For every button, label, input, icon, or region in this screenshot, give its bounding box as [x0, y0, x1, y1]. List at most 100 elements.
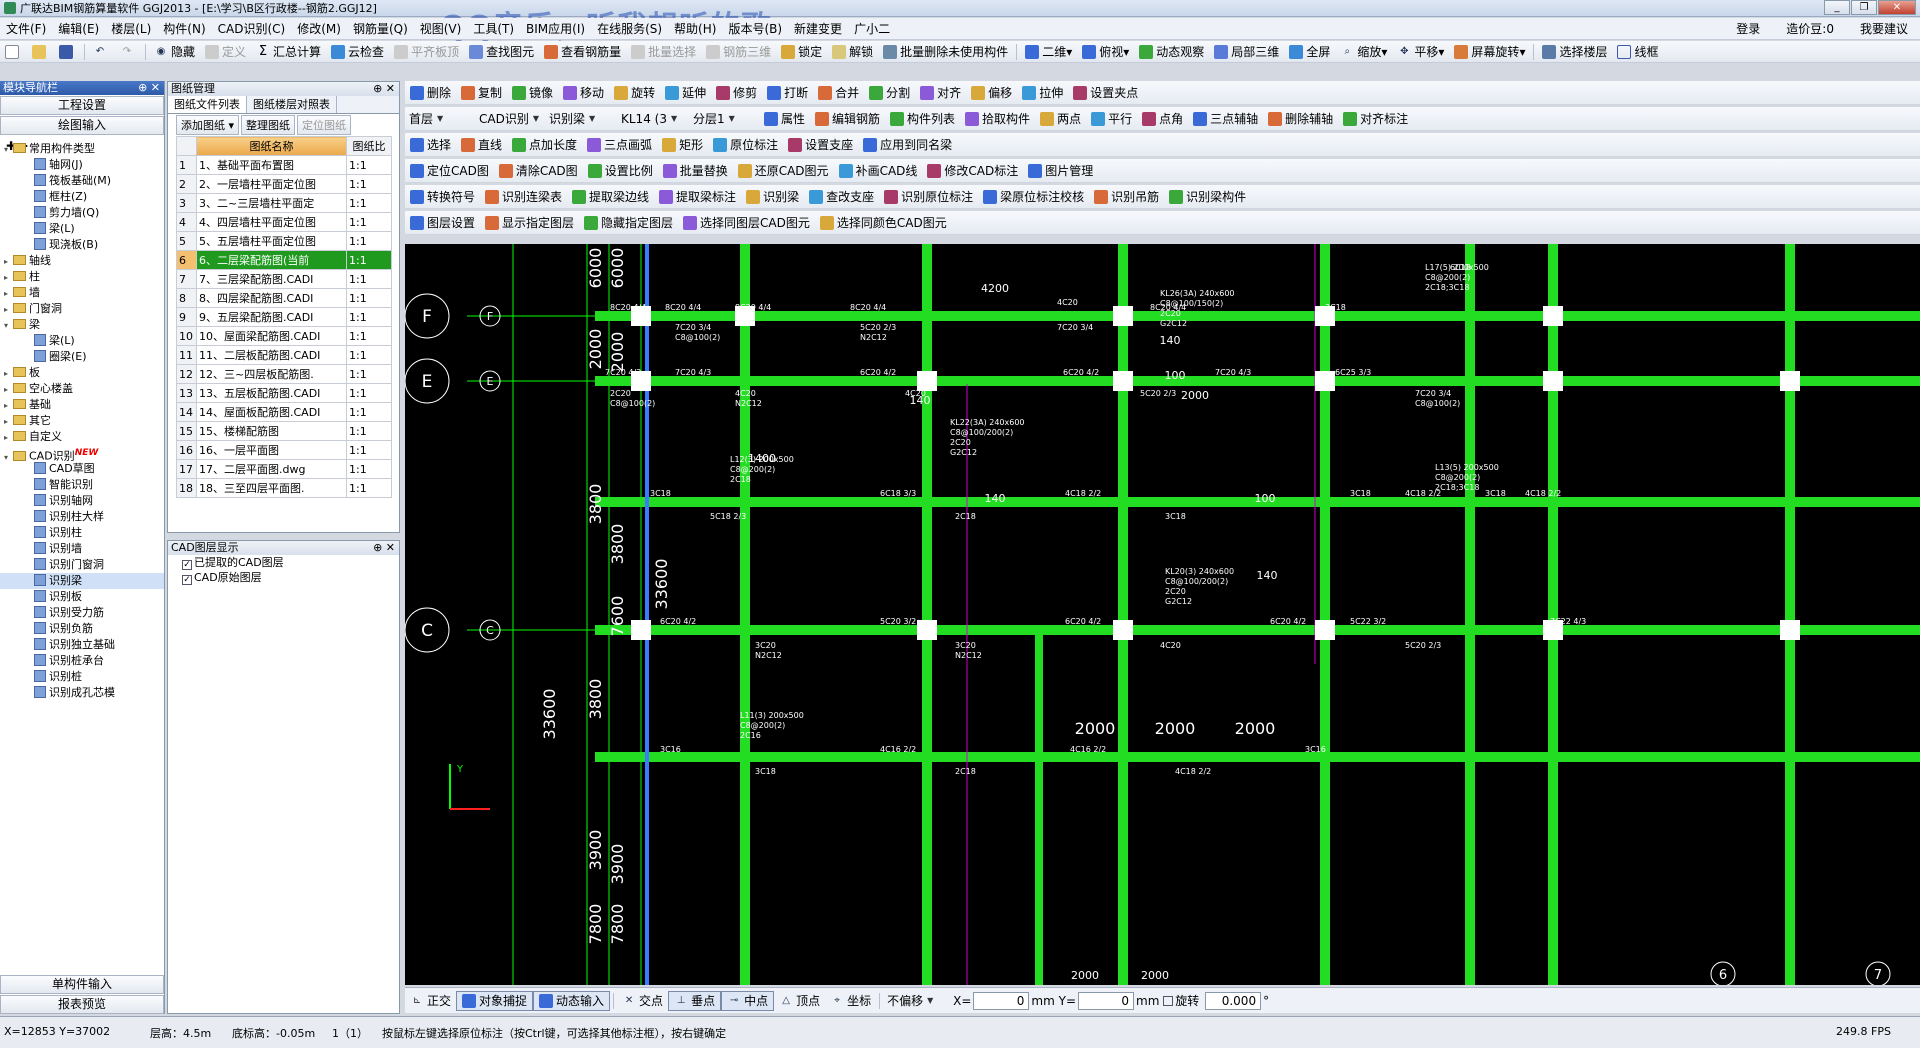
- toolbar-button[interactable]: 点角: [1137, 109, 1188, 129]
- coins-label[interactable]: 造价豆:0: [1786, 22, 1834, 36]
- rotate-checkbox[interactable]: [1163, 995, 1174, 1006]
- expand-icon[interactable]: ▸: [4, 273, 9, 282]
- tree-item[interactable]: 识别独立基础: [0, 637, 164, 653]
- toolbar-button[interactable]: 两点: [1035, 109, 1086, 129]
- batch-delete-button[interactable]: 批量删除未使用构件: [878, 42, 1013, 62]
- drawing-scale-cell[interactable]: 1:1: [346, 421, 392, 441]
- toolbar-button[interactable]: 镜像: [507, 83, 558, 103]
- menu-component[interactable]: 构件(N): [163, 22, 206, 36]
- tree-item[interactable]: 识别轴网: [0, 493, 164, 509]
- menu-view[interactable]: 视图(V): [419, 22, 462, 36]
- x-input[interactable]: 0: [973, 991, 1030, 1010]
- screen-rotate-button[interactable]: 屏幕旋转 ▾: [1449, 42, 1530, 62]
- collapse-icon[interactable]: ▾: [4, 145, 9, 154]
- drawing-scale-cell[interactable]: 1:1: [346, 269, 392, 289]
- drawing-name-cell[interactable]: 7、三层梁配筋图.CADI: [196, 269, 347, 289]
- menu-help[interactable]: 帮助(H): [674, 22, 717, 36]
- tree-item[interactable]: 智能识别: [0, 477, 164, 493]
- tab-floor-mapping[interactable]: 图纸楼层对照表: [247, 96, 337, 113]
- tree-item[interactable]: 识别门窗洞: [0, 557, 164, 573]
- toolbar-button[interactable]: 拾取构件: [960, 109, 1035, 129]
- drawing-scale-cell[interactable]: 1:1: [346, 326, 392, 346]
- tree-item[interactable]: 识别墙: [0, 541, 164, 557]
- tree-item[interactable]: 圈梁(E): [0, 349, 164, 365]
- tree-item[interactable]: 剪力墙(Q): [0, 205, 164, 221]
- toolbar-button[interactable]: 三点辅轴: [1188, 109, 1263, 129]
- save-button[interactable]: [54, 42, 81, 62]
- toolbar-button[interactable]: 查改支座: [804, 187, 879, 207]
- expand-icon[interactable]: ▸: [4, 417, 9, 426]
- checkbox-icon[interactable]: ✓: [182, 560, 192, 570]
- tree-item[interactable]: ▸自定义: [0, 429, 164, 445]
- view-rebar-button[interactable]: 查看钢筋量: [539, 42, 626, 62]
- toolbar-button[interactable]: 转换符号: [405, 187, 480, 207]
- toolbar-button[interactable]: 属性: [759, 109, 810, 129]
- row-number[interactable]: 8: [176, 288, 197, 308]
- locate-drawing-button[interactable]: 定位图纸: [297, 115, 352, 135]
- toolbar-button[interactable]: 延伸: [660, 83, 711, 103]
- toolbar-button[interactable]: 合并: [813, 83, 864, 103]
- drawing-scale-cell[interactable]: 1:1: [346, 212, 392, 232]
- toolbar-button[interactable]: 识别原位标注: [879, 187, 978, 207]
- object-snap-toggle[interactable]: 对象捕捉: [456, 990, 534, 1011]
- top-view-button[interactable]: 俯视 ▾: [1077, 42, 1134, 62]
- drawing-name-cell[interactable]: 3、二~三层墙柱平面定: [196, 193, 347, 213]
- midpoint-snap[interactable]: ⊸中点: [721, 990, 775, 1011]
- intersection-snap[interactable]: ✕交点: [617, 991, 668, 1011]
- new-file-button[interactable]: [0, 42, 27, 62]
- drawing-scale-cell[interactable]: 1:1: [346, 174, 392, 194]
- drawing-scale-cell[interactable]: 1:1: [346, 364, 392, 384]
- hide-button[interactable]: ◉隐藏: [149, 42, 200, 62]
- menu-floor[interactable]: 楼层(L): [111, 22, 152, 36]
- rotate-input[interactable]: 0.000: [1205, 991, 1262, 1010]
- checkbox-icon[interactable]: ✓: [182, 575, 192, 585]
- row-number[interactable]: 15: [176, 421, 197, 441]
- toolbar-button[interactable]: 分割: [864, 83, 915, 103]
- drawing-name-cell[interactable]: 1、基础平面布置图: [196, 155, 347, 175]
- toolbar-button[interactable]: 构件列表: [885, 109, 960, 129]
- minimize-button[interactable]: _: [1824, 0, 1850, 15]
- toolbar-button[interactable]: 打断: [762, 83, 813, 103]
- organize-drawing-button[interactable]: 整理图纸: [241, 115, 296, 135]
- menu-rebar[interactable]: 钢筋量(Q): [352, 22, 408, 36]
- tree-item[interactable]: ▾常用构件类型: [0, 141, 164, 157]
- y-input[interactable]: 0: [1078, 991, 1135, 1010]
- row-number[interactable]: 18: [176, 478, 197, 498]
- define-button[interactable]: 定义: [200, 42, 251, 62]
- ortho-toggle[interactable]: ⊾正交: [405, 991, 456, 1011]
- expand-icon[interactable]: ▸: [4, 305, 9, 314]
- project-settings-button[interactable]: 工程设置: [0, 96, 164, 115]
- row-number[interactable]: 6: [176, 250, 197, 270]
- fullscreen-button[interactable]: 全屏: [1284, 42, 1335, 62]
- pan-button[interactable]: ✥平移 ▾: [1392, 42, 1449, 62]
- toolbar-button[interactable]: 隐藏指定图层: [579, 213, 678, 233]
- drawing-scale-cell[interactable]: 1:1: [346, 440, 392, 460]
- toolbar-button[interactable]: 拉伸: [1017, 83, 1068, 103]
- toolbar-button[interactable]: 编辑钢筋: [810, 109, 885, 129]
- perpendicular-snap[interactable]: ⊥垂点: [668, 990, 722, 1011]
- expand-icon[interactable]: ▸: [4, 289, 9, 298]
- tree-item[interactable]: CAD草图: [0, 461, 164, 477]
- open-file-button[interactable]: [27, 42, 54, 62]
- tree-item[interactable]: 识别柱大样: [0, 509, 164, 525]
- drawing-name-cell[interactable]: 11、二层板配筋图.CADI: [196, 345, 347, 365]
- menu-online[interactable]: 在线服务(S): [597, 22, 663, 36]
- drawing-scale-cell[interactable]: 1:1: [346, 307, 392, 327]
- expand-icon[interactable]: ▸: [4, 369, 9, 378]
- drawing-name-cell[interactable]: 17、二层平面图.dwg: [196, 459, 347, 479]
- tab-drawing-files[interactable]: 图纸文件列表: [168, 96, 247, 113]
- drawing-name-cell[interactable]: 9、五层梁配筋图.CADI: [196, 307, 347, 327]
- menu-bim[interactable]: BIM应用(I): [526, 22, 586, 36]
- row-number[interactable]: 13: [176, 383, 197, 403]
- drawing-name-cell[interactable]: 2、一层墙柱平面定位图: [196, 174, 347, 194]
- drawing-scale-cell[interactable]: 1:1: [346, 155, 392, 175]
